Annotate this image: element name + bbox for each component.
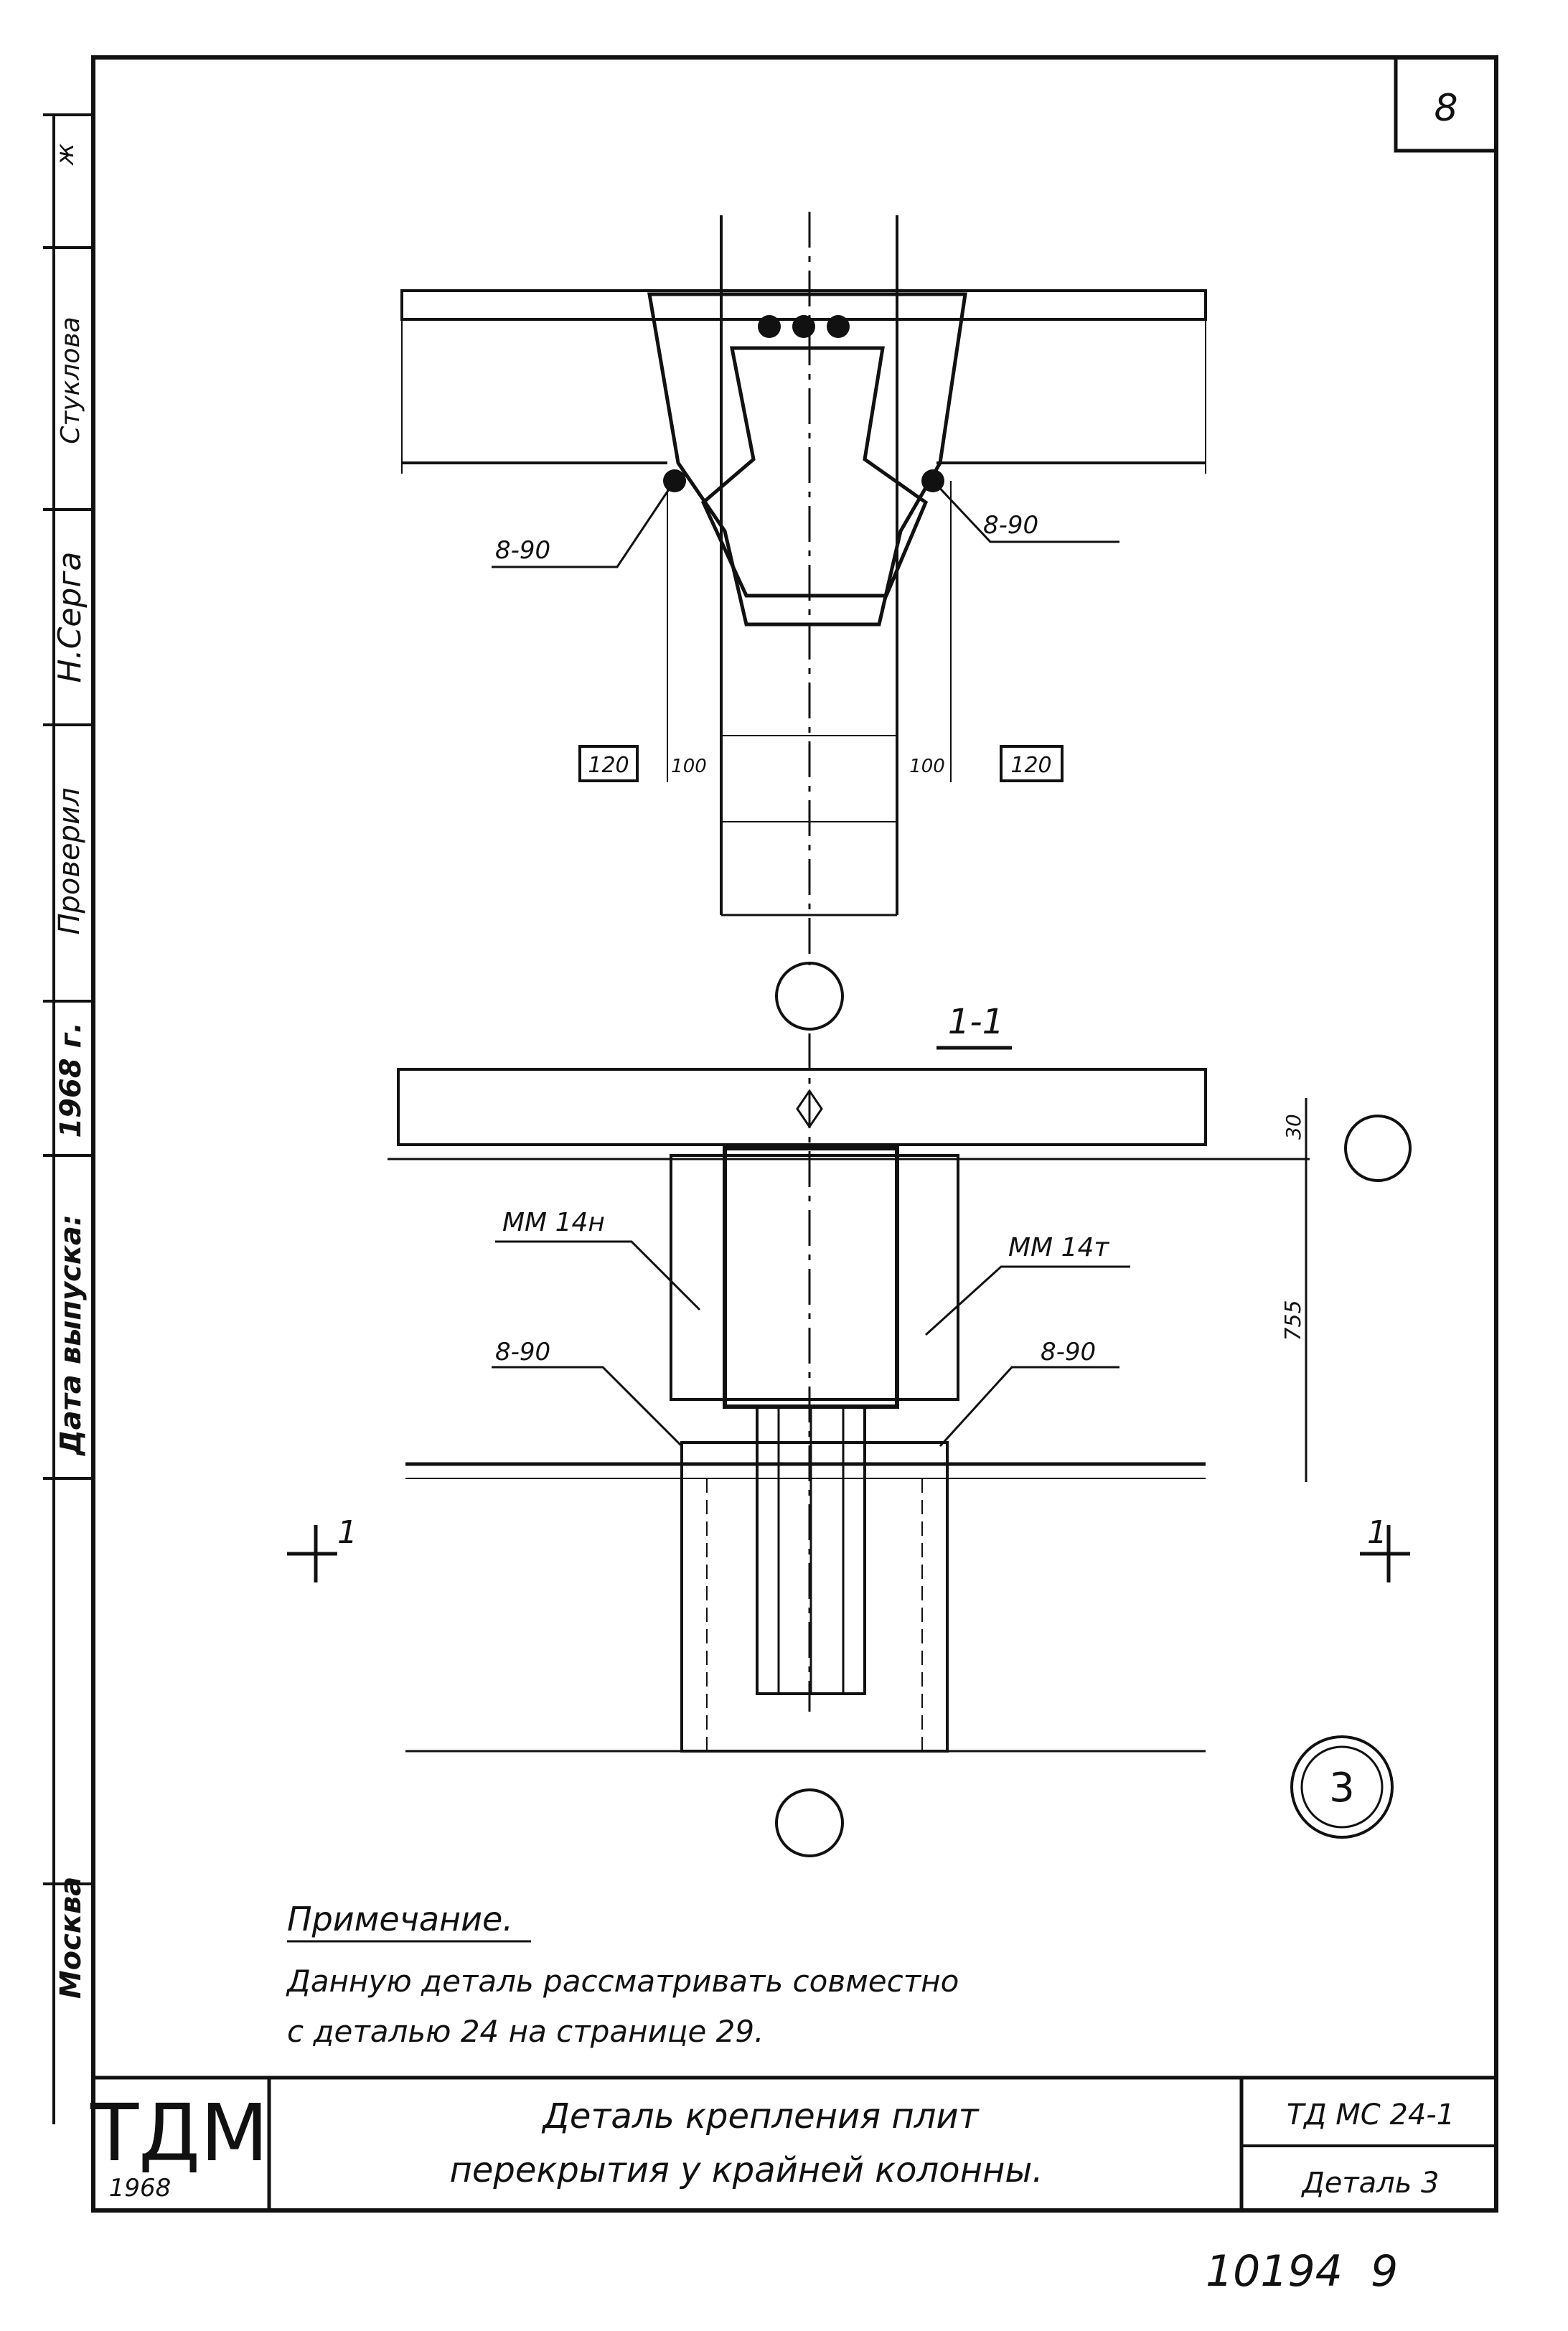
sidebar-year: 1968 г. bbox=[55, 1022, 88, 1138]
footer-page: 9 bbox=[1371, 2246, 1398, 2297]
dim-left-box: 120 bbox=[588, 753, 629, 778]
axis-marker-top bbox=[775, 962, 844, 1031]
page-number-box bbox=[1394, 55, 1498, 153]
sidebar-checked: Проверил bbox=[53, 787, 86, 934]
title-line-1: Деталь крепления плит bbox=[541, 2096, 980, 2137]
part-label-left: ММ 14н bbox=[502, 1208, 605, 1237]
logo-year: 1968 bbox=[109, 2174, 172, 2203]
cut-marker-right: 1 bbox=[1367, 1514, 1387, 1551]
axis-marker-bottom bbox=[775, 1788, 844, 1857]
footer-number: 10194 bbox=[1206, 2246, 1343, 2297]
note-line-1: Данную деталь рассматривать совместно bbox=[286, 1964, 959, 1999]
dim-right-small: 100 bbox=[909, 756, 945, 777]
sidebar-city: Москва bbox=[55, 1877, 88, 1999]
detail-number-circle-inner bbox=[1300, 1745, 1384, 1829]
sidebar-author: Стуклова bbox=[56, 316, 85, 444]
weld-label-top-right: 8-90 bbox=[983, 511, 1038, 540]
weld-label-top-left: 8-90 bbox=[495, 536, 550, 565]
title-block: ТДМ 1968 Деталь крепления плит перекрыти… bbox=[90, 2076, 1496, 2210]
part-label-right: ММ 14т bbox=[1008, 1233, 1109, 1262]
weld-label-bottom-right: 8-90 bbox=[1041, 1338, 1096, 1366]
plan-view: 8-90 8-90 120 100 100 120 bbox=[400, 212, 1207, 1031]
dim-left-small: 100 bbox=[671, 756, 707, 777]
document-code: ТД МС 24-1 bbox=[1287, 2098, 1455, 2131]
sheet-frame bbox=[91, 55, 1498, 2213]
note-block: Примечание. Данную деталь рассматривать … bbox=[286, 1900, 959, 2049]
note-line-2: с деталью 24 на странице 29. bbox=[287, 2014, 764, 2049]
dim-right-box: 120 bbox=[1010, 753, 1051, 778]
section-label: 1-1 bbox=[948, 1002, 1004, 1042]
dim-top-gap: 30 bbox=[1282, 1114, 1305, 1140]
weld-label-bottom-left: 8-90 bbox=[495, 1338, 550, 1366]
page-number: 8 bbox=[1434, 87, 1457, 130]
left-sidebar: ж Стуклова Н.Серга Проверил 1968 г. Дата… bbox=[43, 113, 93, 2124]
detail-number: 3 bbox=[1329, 1765, 1355, 1811]
detail-number-circle-outer bbox=[1290, 1735, 1394, 1839]
note-title: Примечание. bbox=[287, 1900, 513, 1938]
sidebar-top-mark: ж bbox=[51, 143, 80, 166]
axis-marker-right bbox=[1344, 1115, 1412, 1182]
logo-text: ТДМ bbox=[90, 2087, 268, 2179]
sidebar-release-date: Дата выпуска: bbox=[55, 1214, 88, 1457]
cut-marker-left: 1 bbox=[337, 1514, 357, 1551]
sidebar-signature: Н.Серга bbox=[52, 552, 88, 683]
title-line-2: перекрытия у крайней колонны. bbox=[450, 2150, 1043, 2190]
sheet-label: Деталь 3 bbox=[1301, 2167, 1440, 2200]
dim-height: 755 bbox=[1281, 1300, 1306, 1341]
section-view: 1-1 30 755 ММ 14н ММ 14т 8-90 8-90 bbox=[287, 1002, 1412, 1857]
